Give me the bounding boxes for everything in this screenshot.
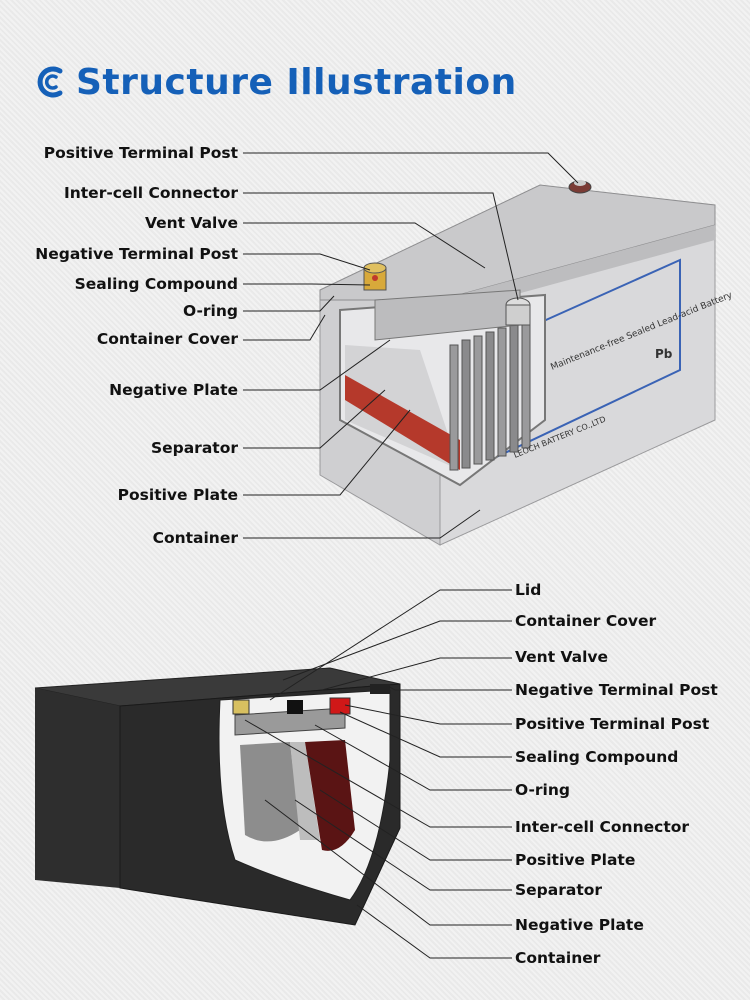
bottom-label-o-ring: O-ring [515, 781, 570, 799]
bottom-label-positive-plate: Positive Plate [515, 851, 636, 869]
bottom-label-inter-cell-connector: Inter-cell Connector [515, 818, 690, 836]
brand-logo-icon [37, 66, 63, 98]
top-positive-plate-red [345, 375, 460, 470]
top-label-negative-terminal-post: Negative Terminal Post [35, 245, 238, 263]
top-label-inter-cell-connector: Inter-cell Connector [63, 184, 238, 202]
top-label-vent-valve: Vent Valve [144, 214, 238, 232]
top-label-container-cover: Container Cover [96, 330, 238, 348]
top-label-negative-plate: Negative Plate [109, 381, 238, 399]
page-title: Structure Illustration [36, 58, 517, 106]
bottom-container-front [35, 688, 120, 888]
top-label-container: Container [152, 529, 238, 547]
top-label-positive-terminal-post: Positive Terminal Post [43, 144, 238, 162]
bottom-label-negative-plate: Negative Plate [515, 916, 644, 934]
bottom-label-sealing-compound: Sealing Compound [515, 748, 679, 766]
bottom-negative-plate [240, 742, 300, 842]
bottom-label-container-cover: Container Cover [515, 612, 657, 630]
title-text: Structure Illustration [76, 61, 517, 103]
bottom-negative-terminal [232, 699, 250, 715]
bottom-positive-plate [305, 740, 355, 851]
bottom-label-separator: Separator [515, 881, 603, 899]
top-label-separator: Separator [150, 439, 238, 457]
top-pb-print: Pb [655, 347, 673, 361]
bottom-label-negative-terminal-post: Negative Terminal Post [515, 681, 718, 699]
top-label-positive-plate: Positive Plate [117, 486, 238, 504]
bottom-label-positive-terminal-post: Positive Terminal Post [515, 715, 710, 733]
top-label-sealing-compound: Sealing Compound [74, 275, 238, 293]
top-label-o-ring: O-ring [183, 302, 238, 320]
top-plate-stack [449, 319, 531, 471]
bottom-label-container: Container [515, 949, 601, 967]
bottom-label-lid: Lid [515, 581, 542, 599]
bottom-separator [290, 742, 320, 840]
bottom-label-vent-valve: Vent Valve [515, 648, 609, 666]
